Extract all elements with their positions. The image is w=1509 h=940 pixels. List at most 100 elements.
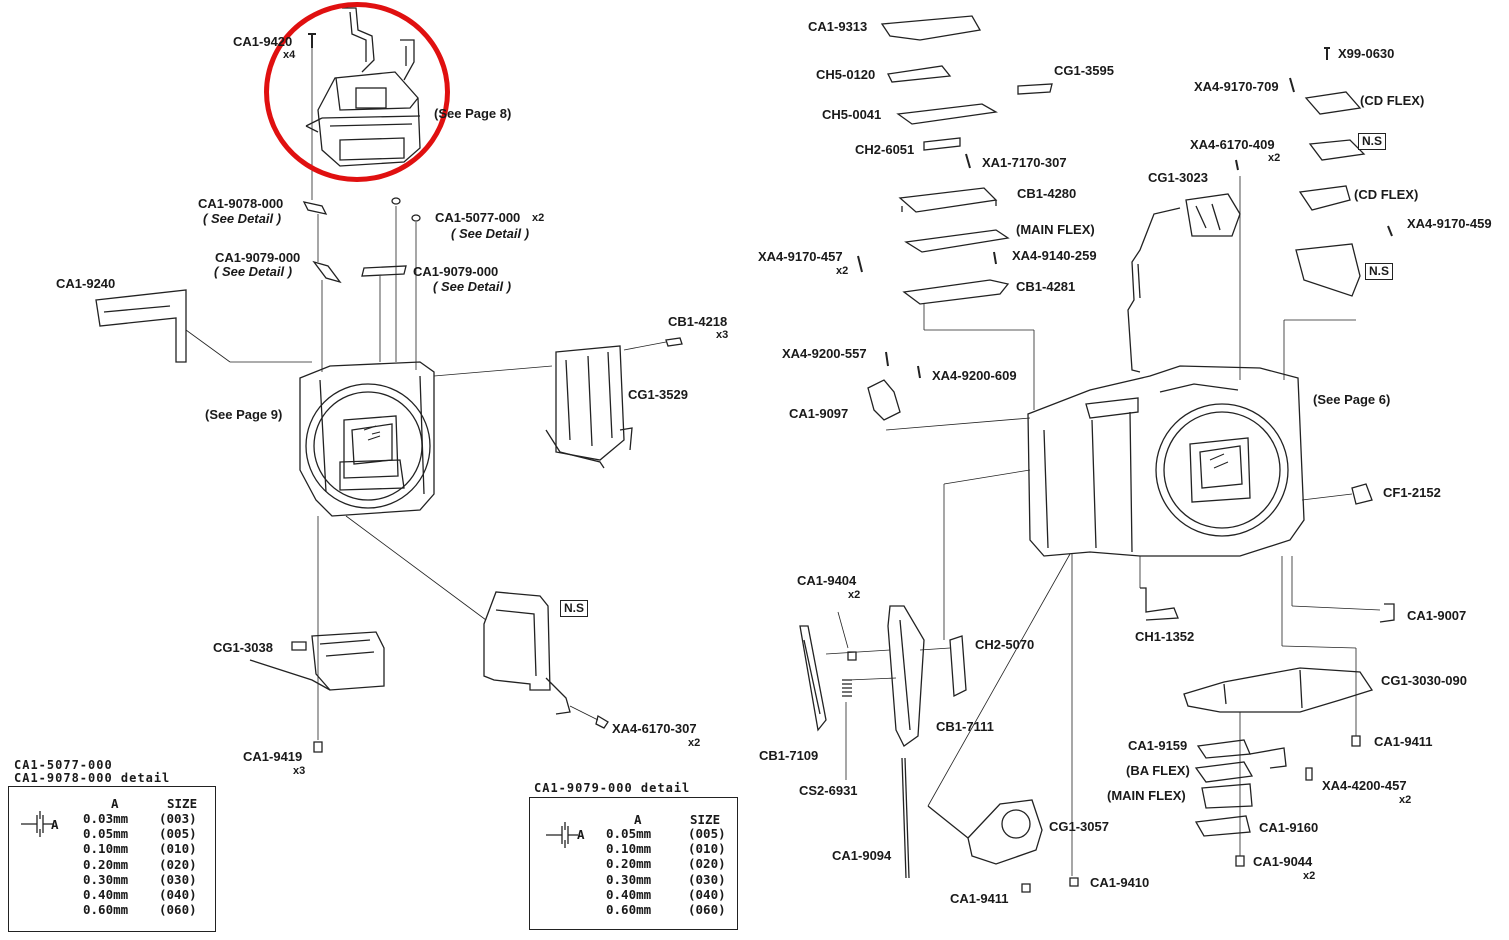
- qty-cb1-4218: x3: [716, 329, 729, 341]
- shim-ca1-9078: [302, 201, 328, 215]
- table-left-row-a: 0.40mm: [83, 887, 129, 902]
- qty-xa4-6170-409: x2: [1268, 152, 1281, 164]
- label-xa4-9170-457: XA4-9170-457: [758, 249, 843, 264]
- camera-body-main: [1027, 365, 1305, 557]
- label-ca1-5077-detail: ( See Detail ): [451, 226, 530, 241]
- table-left-row-a: 0.60mm: [83, 902, 129, 918]
- side-cover-cb1-7109: [799, 625, 827, 732]
- table-left-row-size: (010): [159, 841, 197, 857]
- label-ca1-9094: CA1-9094: [832, 848, 892, 863]
- table-right-row-size: (005): [688, 826, 726, 841]
- label-cd-flex-2: (CD FLEX): [1354, 187, 1419, 202]
- label-ca1-9079-right-detail: ( See Detail ): [433, 279, 512, 294]
- label-x99-0630: X99-0630: [1338, 46, 1395, 61]
- label-cb1-4218: CB1-4218: [668, 314, 728, 329]
- ns-box-right-1: N.S: [1358, 133, 1387, 150]
- label-xa4-9170-459: XA4-9170-459: [1407, 216, 1492, 231]
- label-see-page-6: (See Page 6): [1313, 392, 1391, 407]
- table-right-row-a: 0.30mm: [606, 871, 652, 887]
- table-left-title-1: CA1-5077-000: [14, 758, 113, 772]
- label-ca1-9411-bottom: CA1-9411: [950, 891, 1009, 906]
- table-right-row-size: (020): [688, 856, 726, 872]
- label-ca1-9159: CA1-9159: [1128, 738, 1188, 753]
- table-right-row-size: (010): [688, 841, 726, 857]
- battery-flex-stack: [1194, 712, 1313, 867]
- label-see-page-8: (See Page 8): [434, 106, 512, 121]
- thickness-symbol-icon: [21, 811, 53, 837]
- label-ca1-9078-detail: ( See Detail ): [203, 211, 282, 226]
- latch-cb1-7111: [825, 605, 925, 747]
- label-ca1-9411-right: CA1-9411: [1374, 734, 1433, 749]
- label-cb1-7109: CB1-7109: [759, 748, 819, 763]
- table-right-row-size: (060): [688, 902, 726, 917]
- label-ca1-9079-right: CA1-9079-000: [413, 264, 499, 279]
- label-ca1-9404: CA1-9404: [797, 573, 857, 588]
- label-xa1-7170-307: XA1-7170-307: [982, 155, 1067, 170]
- label-cd-flex-1: (CD FLEX): [1360, 93, 1425, 108]
- spring-cs2-6931: [842, 679, 852, 780]
- table-left: A A SIZE 0.03mm(003)0.05mm(005)0.10mm(01…: [8, 786, 216, 932]
- label-ba-flex: (BA FLEX): [1126, 763, 1190, 778]
- label-ca1-9313: CA1-9313: [808, 19, 868, 34]
- table-left-row-a: 0.30mm: [83, 871, 129, 887]
- shim-ca1-9079-right: [361, 265, 407, 277]
- strap-lug-ca1-9097: [867, 379, 1031, 431]
- ns-box-left: N.S: [560, 600, 589, 617]
- table-right-col-a: A: [634, 812, 642, 827]
- label-cg1-3030-090: CG1-3030-090: [1381, 673, 1467, 688]
- thickness-symbol-icon: [546, 822, 578, 848]
- table-left-row-size: (040): [159, 887, 197, 902]
- table-left-row-a: 0.05mm: [83, 826, 129, 842]
- table-left-row-size: (005): [159, 826, 197, 842]
- table-right-row-size: (030): [688, 871, 726, 887]
- bottom-unit-cg1-3030: [1183, 556, 1374, 747]
- table-left-row-size: (030): [159, 871, 197, 887]
- table-left-title-2: CA1-9078-000 detail: [14, 771, 171, 785]
- label-cf1-2152: CF1-2152: [1383, 485, 1441, 500]
- label-ch2-5070: CH2-5070: [975, 637, 1035, 652]
- label-cg1-3057: CG1-3057: [1049, 819, 1109, 834]
- mirror-box-body-left: [299, 361, 435, 517]
- label-ch5-0041: CH5-0041: [822, 107, 882, 122]
- label-cb1-4281: CB1-4281: [1016, 279, 1076, 294]
- label-main-flex-bottom: (MAIN FLEX): [1107, 788, 1186, 803]
- label-ch1-1352: CH1-1352: [1135, 629, 1195, 644]
- washer-ca1-5077: [391, 197, 421, 222]
- label-xa4-9200-609: XA4-9200-609: [932, 368, 1017, 383]
- qty-ca1-9044: x2: [1303, 870, 1316, 882]
- table-left-row-size: (020): [159, 856, 197, 872]
- table-right-row-size: (040): [688, 886, 726, 902]
- qty-ca1-9419: x3: [293, 765, 306, 777]
- label-cg1-3023: CG1-3023: [1148, 170, 1208, 185]
- label-ca1-9097: CA1-9097: [789, 406, 849, 421]
- label-ca1-9419: CA1-9419: [243, 749, 303, 764]
- label-xa4-6170-409: XA4-6170-409: [1190, 137, 1275, 152]
- shim-ca1-9079-left: [312, 260, 342, 284]
- label-cg1-3038: CG1-3038: [213, 640, 273, 655]
- label-ca1-5077: CA1-5077-000: [435, 210, 521, 225]
- bracket-ns-left: [345, 515, 609, 729]
- table-left-col-size: SIZE: [167, 796, 198, 811]
- ns-box-right-2: N.S: [1365, 263, 1394, 280]
- qty-ca1-5077: x2: [532, 212, 545, 224]
- table-right-title: CA1-9079-000 detail: [534, 781, 691, 795]
- highlight-circle: [264, 2, 450, 182]
- label-see-page-9: (See Page 9): [205, 407, 283, 422]
- table-left-axis-label: A: [51, 817, 59, 832]
- label-ch2-6051: CH2-6051: [855, 142, 915, 157]
- label-ca1-9044: CA1-9044: [1253, 854, 1313, 869]
- table-right-row-a: 0.10mm: [606, 841, 652, 857]
- label-ca1-9079-left: CA1-9079-000: [215, 250, 301, 265]
- qty-xa4-9170-457: x2: [836, 265, 849, 277]
- qty-ca1-9404: x2: [848, 589, 861, 601]
- table-left-col-a: A: [111, 796, 119, 811]
- label-cg1-3595: CG1-3595: [1054, 63, 1114, 78]
- table-right-row-a: 0.05mm: [606, 826, 652, 841]
- label-cb1-7111: CB1-7111: [936, 719, 994, 734]
- label-ca1-9078: CA1-9078-000: [198, 196, 284, 211]
- table-right-row-a: 0.60mm: [606, 902, 652, 917]
- screw-ca1-9419: [313, 516, 323, 753]
- qty-xa4-4200-457: x2: [1399, 794, 1412, 806]
- label-xa4-6170-307: XA4-6170-307: [612, 721, 697, 736]
